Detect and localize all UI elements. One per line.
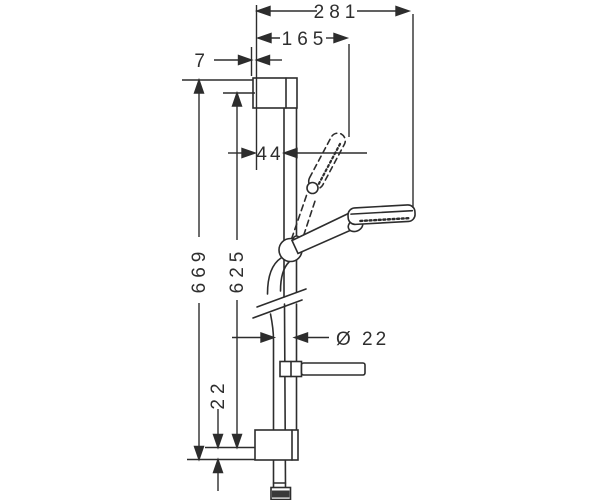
dimension-diameter-label: Ø 22 (336, 329, 389, 350)
dimension-bracket-offset: 7 (194, 51, 282, 72)
dimension-7-label: 7 (194, 51, 210, 72)
dimension-281-label: 281 (314, 2, 361, 23)
extension-lines (182, 5, 414, 461)
hose-connector-knurl (272, 490, 290, 498)
hose-left-curve (266, 257, 282, 295)
arrowhead (237, 54, 254, 66)
tilted-spray-face-dots (317, 141, 342, 185)
dimension-hole-spacing: 625 (227, 90, 248, 450)
rail-break-line-2 (252, 299, 303, 319)
arrowhead (260, 332, 277, 343)
product-outline (252, 77, 416, 500)
dimension-625-label: 625 (227, 247, 248, 294)
dimension-44-label: 44 (256, 144, 283, 165)
dimension-22-label: 22 (208, 378, 229, 409)
bottom-bracket-body (254, 429, 299, 461)
bottom-bracket (254, 429, 299, 461)
hose-connector (270, 486, 292, 500)
rail-break-line-1 (256, 288, 307, 308)
dimension-overall-height: 669 (189, 77, 210, 462)
soap-dish-tray (300, 362, 366, 376)
hand-shower-spray-face-dots (359, 217, 410, 223)
hand-shower-in-holder (290, 204, 416, 255)
arrowhead (212, 433, 224, 450)
dimension-165-label: 165 (282, 29, 329, 50)
tilted-handle-edge-2 (299, 197, 317, 246)
dimension-overall-projection: 281 (254, 2, 412, 23)
arrowhead (395, 5, 412, 17)
arrowhead (255, 32, 272, 44)
arrowhead (241, 147, 258, 159)
dimension-669-label: 669 (189, 247, 210, 294)
arrowhead (231, 433, 243, 450)
tilted-head-pivot (306, 181, 319, 195)
arrowhead (292, 332, 309, 343)
soap-dish (279, 360, 366, 378)
arrowhead (281, 147, 298, 159)
dimension-wall-to-rail: 44 (228, 144, 367, 165)
arrowhead (193, 445, 205, 462)
hose-right-curve (279, 261, 290, 292)
hand-shower-head (347, 204, 416, 226)
arrowhead (231, 90, 243, 107)
arrowhead (193, 77, 205, 94)
hand-shower-tilted-position (290, 132, 347, 246)
dimension-spray-projection: 165 (255, 29, 350, 50)
top-bracket-body (252, 77, 298, 109)
top-bracket (252, 77, 298, 109)
arrowhead (254, 54, 271, 66)
dimension-annotations: 281 165 7 44 (189, 2, 412, 491)
tilted-handle-edge-1 (290, 193, 308, 240)
hand-shower-head-top-face (350, 209, 414, 215)
dimension-bottom-offset: 22 (208, 378, 229, 491)
arrowhead (254, 5, 271, 17)
arrowhead (333, 32, 350, 44)
hose-left-edge (269, 313, 275, 489)
dimension-rail-diameter: Ø 22 (232, 329, 389, 350)
arrowhead (212, 457, 224, 474)
